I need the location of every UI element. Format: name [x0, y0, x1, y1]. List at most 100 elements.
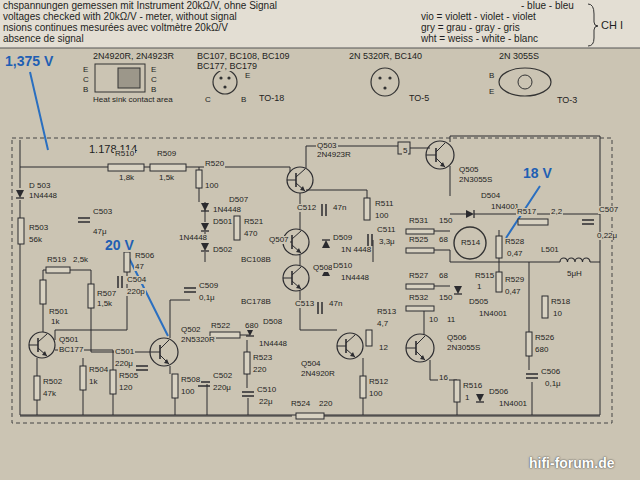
schematic-label: TO-18	[258, 94, 285, 103]
schematic-label: 1N4448	[212, 206, 242, 214]
schematic-label: D509	[332, 234, 353, 242]
schematic-label: 0,1μ	[198, 294, 216, 302]
schematic-label: 1N 4448	[340, 246, 372, 254]
bracket	[588, 4, 598, 46]
schematic-label: 2,5k	[72, 256, 89, 264]
schematic-label: 1N4448	[340, 274, 370, 282]
schematic-label: 4,7	[376, 320, 389, 328]
capacitor-symbol	[526, 373, 538, 375]
schematic-label: 1N4001	[478, 310, 508, 318]
transistor-symbol	[292, 267, 301, 275]
schematic-label: Q505	[458, 166, 480, 174]
schematic-label: C	[150, 76, 158, 84]
schematic-label: 1k	[88, 378, 98, 386]
schematic-label: vio = violett - violet - violet	[420, 12, 537, 22]
schematic-label: 1	[476, 283, 482, 291]
resistor-symbol	[366, 330, 372, 346]
schematic-label: CH I	[600, 20, 624, 31]
schematic-label: 56k	[28, 236, 43, 244]
schematic-label: 1N4001	[498, 400, 528, 408]
schematic-label: R502	[42, 378, 63, 386]
schematic-label: D507	[228, 196, 249, 204]
transistor-symbol	[296, 169, 305, 177]
resistor-symbol	[406, 306, 434, 311]
resistor-symbol	[108, 164, 144, 171]
schematic-label: D504	[480, 192, 501, 200]
schematic-label: 22μ	[258, 398, 274, 406]
capacitor-symbol	[242, 395, 254, 397]
voltage-note: 20 V	[104, 238, 135, 252]
schematic-label: R509	[156, 150, 177, 158]
diode-symbol	[454, 293, 462, 294]
schematic-label: C507	[598, 206, 619, 214]
schematic-label: D508	[262, 318, 283, 326]
schematic-label: R529	[504, 276, 525, 284]
schematic-label: C502	[212, 372, 233, 380]
schematic-label: 470	[243, 230, 258, 238]
schematic-label: 1N4448	[258, 340, 288, 348]
transistor-symbol	[42, 351, 47, 356]
schematic-label: B	[82, 86, 89, 94]
schematic-label: C503	[92, 208, 113, 216]
capacitor-symbol	[184, 287, 196, 289]
schematic-label: 5μH	[566, 270, 583, 278]
schematic-label: 2N 5320R, BC140	[348, 52, 423, 61]
capacitor-symbol	[321, 302, 323, 314]
schematic-label: 12	[378, 344, 389, 352]
watermark: hifi-forum.de	[528, 456, 616, 470]
schematic-label: Q501	[58, 336, 80, 344]
schematic-label: 0,47	[506, 250, 524, 258]
schematic-label: 5	[402, 147, 408, 155]
schematic-label: E	[488, 88, 495, 96]
schematic-label: 1N4448	[28, 192, 58, 200]
schematic-label: E	[244, 72, 251, 80]
capacitor-symbol	[325, 204, 327, 216]
transistor-symbol	[292, 245, 301, 253]
schematic-label: 1,5k	[158, 174, 175, 182]
schematic-label: 120	[118, 384, 133, 392]
schematic-label: R519	[46, 256, 67, 264]
diode-symbol	[476, 401, 484, 402]
resistor-symbol	[518, 219, 548, 225]
schematic-label: C509	[198, 282, 219, 290]
schematic-label: 220μ	[212, 384, 232, 392]
schematic-label: 0,47	[504, 288, 522, 296]
schematic-label: 100	[180, 388, 195, 396]
pin	[219, 76, 222, 79]
schematic-label: R526	[534, 334, 555, 342]
schematic-label: D506	[488, 388, 509, 396]
schematic-label: 0,22μ	[596, 232, 618, 240]
transistor-symbol	[150, 352, 160, 353]
transistor-symbol	[292, 231, 301, 239]
schematic-label: B	[150, 86, 157, 94]
transistor-symbol	[38, 348, 47, 356]
schematic-label: R517	[516, 208, 537, 216]
resistor-symbol	[172, 374, 178, 398]
transistor-symbol	[296, 248, 301, 253]
diode-symbol	[201, 203, 209, 211]
package-to5	[371, 68, 399, 96]
schematic-label: 1,8k	[118, 174, 135, 182]
schematic-label: 47n	[332, 204, 347, 212]
resistor-symbol	[40, 280, 46, 304]
pin	[378, 76, 381, 79]
schematic-label: 220p	[126, 288, 146, 296]
transistor-symbol	[440, 162, 445, 167]
diode-symbol	[201, 230, 209, 231]
resistor-symbol	[124, 252, 130, 272]
resistor-symbol	[150, 164, 186, 171]
capacitor-symbol	[582, 219, 594, 221]
schematic-label: 11	[446, 316, 456, 324]
schematic-label: Q508	[312, 264, 334, 272]
diode-symbol	[322, 240, 330, 248]
capacitor-symbol	[582, 223, 594, 225]
schematic-label: 2N4920R	[300, 370, 336, 378]
resistor-symbol	[364, 198, 370, 220]
transistor-symbol	[287, 180, 296, 181]
resistor-symbol	[234, 216, 240, 240]
schematic-label: R528	[504, 238, 525, 246]
pin	[388, 76, 391, 79]
schematic-label: 220	[252, 366, 267, 374]
resistor-symbol	[406, 229, 434, 234]
